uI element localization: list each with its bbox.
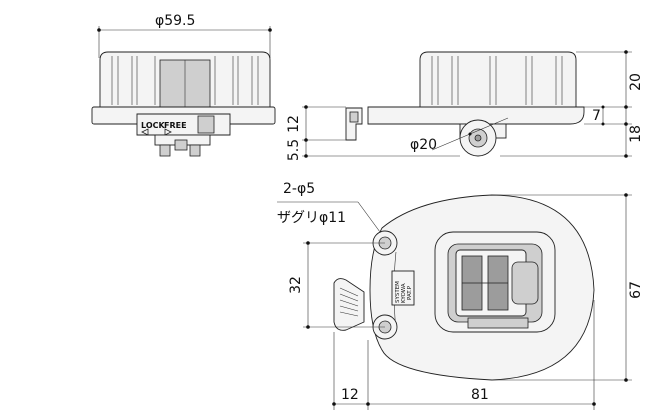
dim-text-height-12: 12 [286, 115, 302, 133]
dim-text-height-5-5: 5.5 [286, 139, 302, 161]
dim-top-width: φ59.5 [97, 13, 272, 58]
dim-text-overall-width: 81 [471, 387, 489, 403]
label-lock: LOCK [141, 121, 165, 130]
dim-text-top-width: φ59.5 [155, 13, 195, 29]
dim-text-hole: 2-φ5 [283, 181, 315, 197]
dim-text-height-lower: 18 [628, 125, 644, 143]
dim-text-height-total: 20 [628, 73, 644, 91]
top-view: 2-φ5 ザグリφ11 SYSTEM KYOWA PAT.P [277, 181, 644, 410]
side-view: φ20 20 7 18 12 [286, 50, 644, 161]
front-view: φ59.5 LOCK FREE [91, 13, 276, 157]
dim-text-offset-left: 12 [341, 387, 359, 403]
dim-text-roller: φ20 [410, 137, 437, 153]
dim-text-height-body: 7 [592, 108, 601, 124]
label-maker-pat: PAT.P [407, 285, 413, 300]
dim-left-stack: 12 5.5 [286, 105, 460, 161]
label-maker-system: SYSTEM [395, 281, 401, 303]
label-maker-kyowa: KYOWA [401, 283, 407, 303]
dim-right-stack: 20 7 18 [500, 50, 644, 158]
dim-text-counterbore: ザグリφ11 [277, 210, 346, 226]
dim-text-overall-height: 67 [628, 281, 644, 299]
dim-text-hole-pitch: 32 [288, 276, 304, 294]
label-free: FREE [164, 121, 187, 130]
